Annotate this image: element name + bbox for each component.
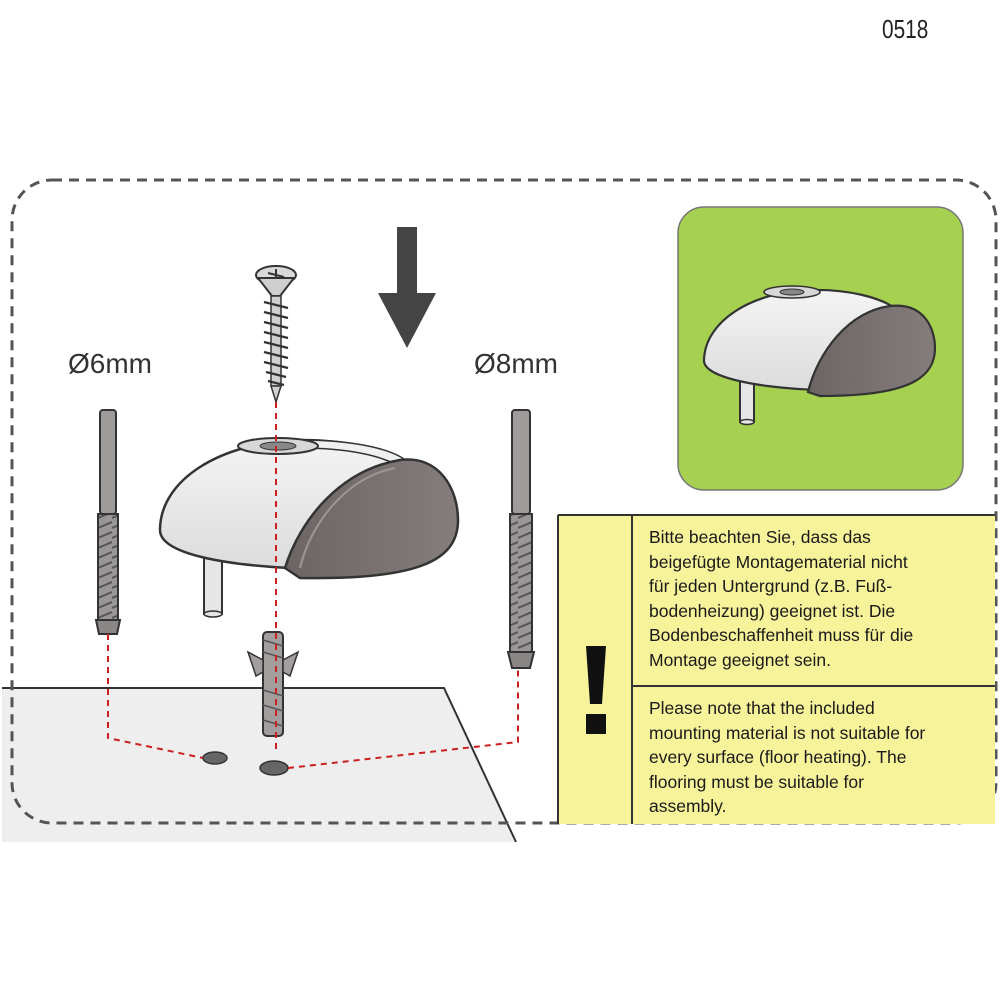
exclamation-icon <box>586 646 606 734</box>
wall-plug-icon <box>246 631 300 737</box>
drill-size-label-6mm: Ø6mm <box>68 348 152 379</box>
dashed-frame <box>10 178 998 825</box>
drill-bit-icon-small <box>94 409 122 635</box>
drill-hole-8mm <box>259 760 289 776</box>
door-stopper-inset-icon <box>702 285 937 426</box>
drill-hole-6mm <box>202 751 228 765</box>
notice-text-english: Please note that the included mounting m… <box>649 698 926 816</box>
guide-lines <box>107 402 519 769</box>
door-stopper-icon <box>158 437 460 618</box>
floor-surface <box>2 688 516 842</box>
notice-text-german: Bitte beachten Sie, dass das beigefügte … <box>649 527 914 670</box>
watermark: 0518 <box>882 14 929 44</box>
drill-bit-icon-large <box>506 409 536 669</box>
drill-size-label-8mm: Ø8mm <box>474 348 558 379</box>
notice-box <box>558 515 995 824</box>
down-arrow-icon <box>378 227 436 348</box>
screw-icon <box>255 265 297 405</box>
